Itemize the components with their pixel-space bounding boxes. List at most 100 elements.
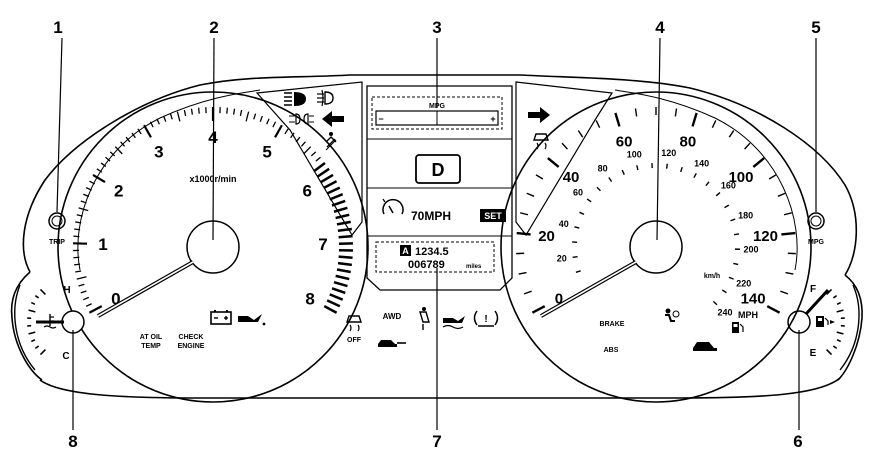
speedo-tick <box>531 305 546 314</box>
speedo-tick <box>777 192 786 197</box>
tach-tick <box>163 115 167 122</box>
kmh-tick <box>693 172 697 179</box>
speedo-tick <box>526 192 535 197</box>
tach-tick <box>329 293 344 301</box>
trip-letter: A <box>402 246 409 256</box>
kmh-number: 120 <box>661 148 676 158</box>
speedo-tick <box>561 142 568 150</box>
front-fog-icon <box>317 89 334 107</box>
tach-ticks <box>73 107 353 314</box>
speedo-tick <box>781 231 796 236</box>
fuel-tick <box>836 339 842 343</box>
callout-1: 1 <box>53 18 62 37</box>
fuel-full-label: F <box>810 284 816 295</box>
kmh-tick <box>680 166 683 173</box>
kmh-tick <box>608 177 613 183</box>
kmh-number: 80 <box>598 163 608 173</box>
at-oil-temp-line2: TEMP <box>141 343 161 350</box>
speedo-tick <box>711 120 717 128</box>
kmh-tick <box>621 169 625 175</box>
tach-tick <box>320 173 334 184</box>
tach-number: 5 <box>262 142 271 161</box>
tach-tick <box>183 109 187 116</box>
lower-indicators: AWD ! <box>378 307 499 347</box>
tach-tick <box>331 287 346 295</box>
tach-tick <box>85 303 92 307</box>
tach-tick <box>131 132 136 139</box>
tach-tick <box>156 118 160 125</box>
callout-6: 6 <box>793 432 802 451</box>
kmh-number: 160 <box>721 180 736 190</box>
tach-tick <box>259 115 263 122</box>
brake-warning: BRAKE <box>600 321 625 328</box>
check-engine-line2: ENGINE <box>178 343 205 350</box>
kmh-tick <box>575 270 581 273</box>
speedo-tick <box>520 212 529 216</box>
set-badge <box>480 209 506 222</box>
tach-tick <box>190 108 194 115</box>
tach-tick <box>290 132 295 139</box>
kmh-tick <box>712 300 718 306</box>
kmh-number: 60 <box>573 188 583 198</box>
mph-unit: MPH <box>738 310 758 320</box>
tach-tick <box>105 156 111 162</box>
speedo-tick <box>535 174 544 180</box>
awd-indicator: AWD <box>383 312 402 321</box>
tach-tick <box>310 151 317 157</box>
temp-tick <box>30 301 36 305</box>
odometer-unit: miles <box>466 264 482 270</box>
trip-button[interactable]: TRIP <box>48 212 66 246</box>
security-car-icon <box>693 342 717 351</box>
kmh-number: 40 <box>559 219 569 229</box>
tach-tick <box>176 111 181 122</box>
callout-2: 2 <box>209 18 218 37</box>
speedo-tick <box>691 112 698 127</box>
tach-tick <box>253 113 257 120</box>
speedo-tick <box>768 174 777 180</box>
kmh-tick <box>596 186 601 192</box>
tach-tick <box>149 121 154 128</box>
tach-tick <box>197 107 200 114</box>
kmh-unit: km/h <box>704 273 720 280</box>
odo-box <box>375 241 495 273</box>
mpg-label: MPG <box>808 239 825 246</box>
airbag-icon <box>665 308 680 322</box>
speedo-tick <box>783 212 792 216</box>
kmh-number: 180 <box>738 210 753 220</box>
mph-number: 20 <box>538 228 555 245</box>
fuel-tick <box>826 349 833 356</box>
vehicle-dynamics-icon <box>533 133 549 150</box>
temp-tick <box>30 339 36 343</box>
tach-tick <box>80 200 87 204</box>
tach-tick <box>74 228 81 231</box>
temp-tick <box>34 294 40 299</box>
tach-tick <box>323 180 338 189</box>
at-oil-temp-line1: AT OIL <box>140 334 163 341</box>
speedo-tick <box>785 271 794 275</box>
temp-tick <box>39 288 46 295</box>
kmh-tick <box>636 165 639 171</box>
tach-tick <box>266 118 270 125</box>
right-indicator-panel <box>515 81 614 237</box>
mph-number: 100 <box>728 169 753 186</box>
tach-tick <box>337 227 352 233</box>
callouts <box>56 37 817 430</box>
tach-tick <box>337 261 353 267</box>
kmh-tick <box>705 181 710 187</box>
tach-number: 2 <box>114 181 123 200</box>
kmh-tick <box>715 192 721 197</box>
tach-tick <box>114 146 123 155</box>
tach-tick <box>75 221 82 224</box>
tach-tick <box>315 156 321 162</box>
kmh-number: 240 <box>717 307 732 317</box>
tach-tick <box>245 111 250 122</box>
speedo-tick <box>728 130 735 138</box>
mph-number: 0 <box>555 291 563 308</box>
kmh-number: 20 <box>557 254 567 264</box>
mpg-button[interactable]: MPG <box>807 212 825 246</box>
left-indicator-panel <box>255 81 363 237</box>
tach-tick <box>169 113 173 120</box>
tach-tick <box>109 151 116 157</box>
right-turn-arrow-icon <box>528 107 550 123</box>
